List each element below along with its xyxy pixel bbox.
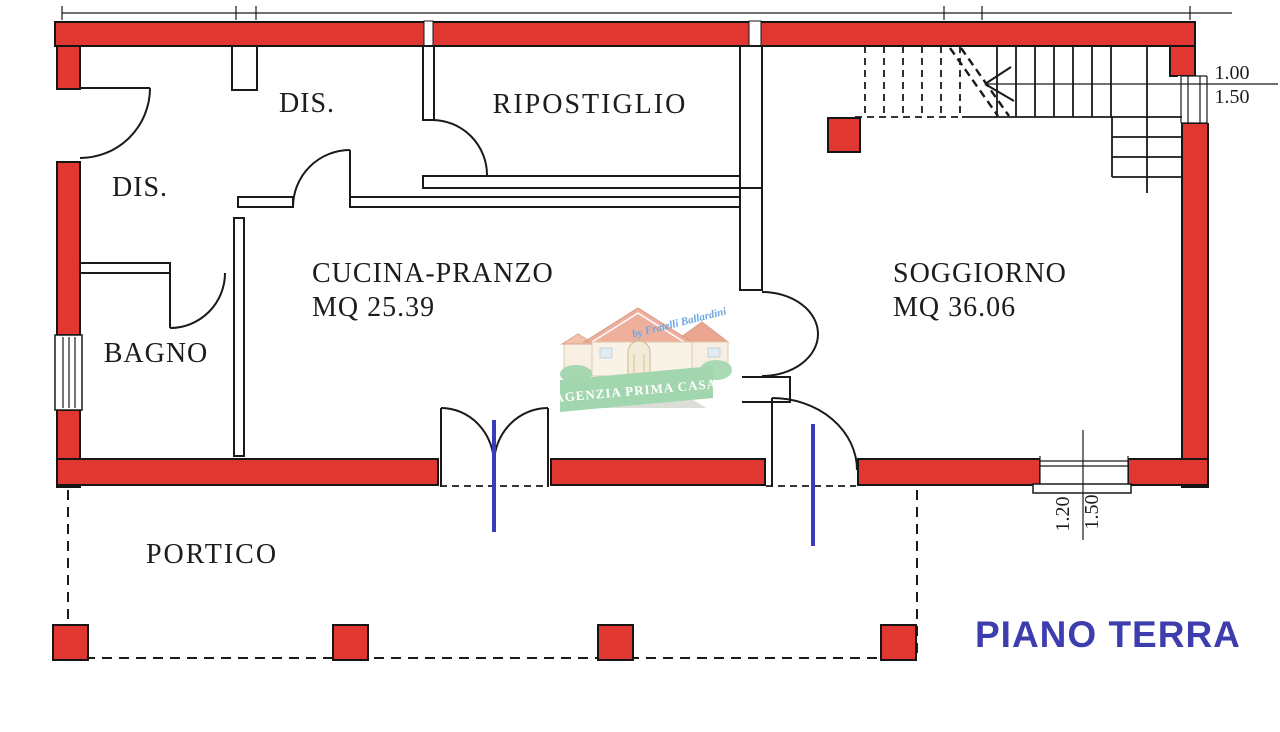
room-label-bagno: BAGNO bbox=[104, 338, 209, 369]
floor-title: PIANO TERRA bbox=[975, 614, 1241, 655]
room-area-soggiorno: MQ 36.06 bbox=[893, 292, 1016, 323]
stair-window-dimension: 1.00 1.50 bbox=[1215, 62, 1250, 108]
room-label-ripostiglio: RIPOSTIGLIO bbox=[493, 89, 688, 120]
corridor-kitchen-door bbox=[292, 149, 351, 208]
portico-pillar bbox=[597, 624, 634, 661]
room-labels: DIS. RIPOSTIGLIO DIS. CUCINA-PRANZO MQ 2… bbox=[104, 88, 1067, 570]
dimension-value: 1.50 bbox=[1081, 495, 1103, 530]
section-marker-lines bbox=[492, 420, 815, 546]
dimension-value: 1.00 bbox=[1215, 62, 1250, 84]
portico-pillar bbox=[52, 624, 89, 661]
living-window-dimension: 1.20 1.50 bbox=[1052, 430, 1103, 540]
room-label-portico: PORTICO bbox=[146, 539, 278, 570]
room-label-cucina: CUCINA-PRANZO bbox=[312, 258, 554, 289]
staircase bbox=[827, 46, 1278, 193]
watermark-house-illustration bbox=[560, 307, 732, 412]
eaves-line bbox=[61, 6, 1232, 20]
portico-pillar bbox=[880, 624, 917, 661]
bathroom-window bbox=[54, 334, 83, 411]
bathroom-door bbox=[169, 272, 226, 329]
entrance-door bbox=[79, 87, 151, 159]
dimension-value: 1.20 bbox=[1052, 497, 1074, 532]
room-area-cucina: MQ 25.39 bbox=[312, 292, 435, 323]
stair-window bbox=[1178, 75, 1210, 124]
portico-pillar bbox=[332, 624, 369, 661]
agency-watermark: AGENZIA PRIMA CASA by Fratelli Ballardin… bbox=[554, 296, 742, 414]
room-label-soggiorno: SOGGIORNO bbox=[893, 258, 1067, 289]
kitchen-living-double-door bbox=[761, 291, 819, 377]
living-room-exterior-door bbox=[766, 397, 858, 487]
living-room-window bbox=[1032, 456, 1132, 494]
interior-walls bbox=[79, 45, 791, 457]
room-label-dis-left: DIS. bbox=[112, 172, 168, 203]
dimension-value: 1.50 bbox=[1215, 86, 1250, 108]
exterior-walls bbox=[54, 20, 1209, 488]
stair-pillar bbox=[827, 117, 861, 153]
room-label-dis-top: DIS. bbox=[279, 88, 335, 119]
watermark-banner bbox=[560, 366, 713, 412]
ripostiglio-door bbox=[431, 119, 488, 176]
portico-outline bbox=[52, 490, 918, 661]
